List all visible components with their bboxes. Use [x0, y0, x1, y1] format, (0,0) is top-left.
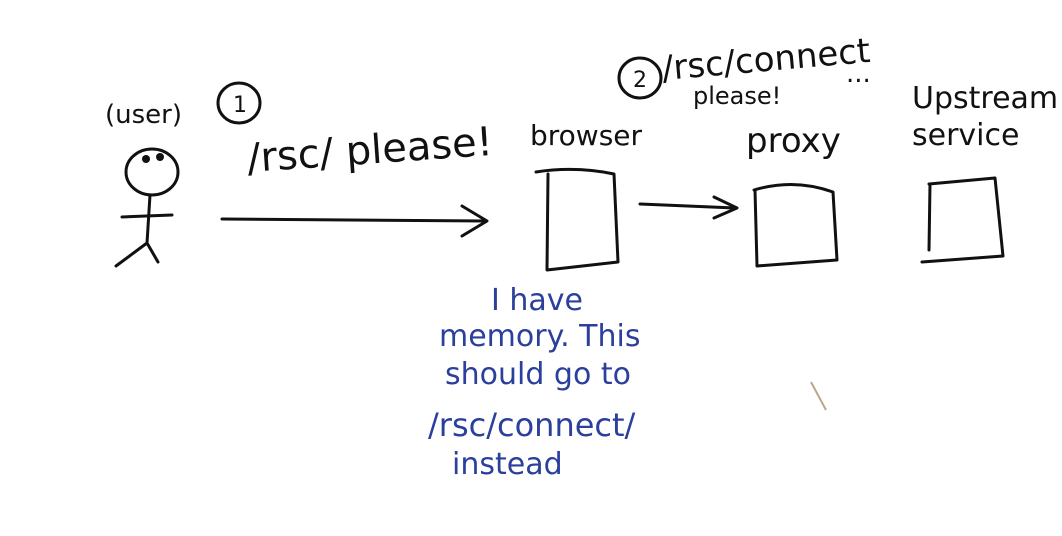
figure-arms — [120, 213, 174, 219]
figure-eye-left — [142, 155, 150, 163]
step-2-circle — [617, 56, 663, 100]
step-2-ellipsis: ... — [846, 59, 871, 89]
proxy-box — [752, 183, 839, 268]
upstream-box-left-edge — [927, 182, 932, 252]
step-2-text-line1: /rsc/connect — [660, 31, 872, 89]
browser-box — [534, 167, 620, 272]
note-line-4: /rsc/connect/ — [428, 406, 636, 444]
step-2-text-line2: please! — [693, 82, 781, 110]
figure-head — [124, 147, 180, 197]
note-line-3: should go to — [445, 357, 631, 392]
upstream-label-line2: service — [912, 118, 1019, 153]
proxy-label: proxy — [746, 121, 841, 161]
figure-body — [145, 193, 152, 245]
step-1-circle — [216, 81, 262, 125]
step-1-text: /rsc/ please! — [245, 119, 494, 182]
upstream-box — [920, 176, 1005, 264]
figure-eye-right — [156, 153, 164, 161]
stray-mark — [810, 381, 827, 411]
browser-memory-note: I have memory. This should go to /rsc/co… — [428, 283, 640, 482]
step-2-number: 2 — [633, 68, 647, 93]
step-1-number: 1 — [233, 93, 247, 118]
note-line-1: I have — [491, 283, 583, 318]
stick-figure-user — [114, 147, 180, 268]
upstream-label-line1: Upstream — [912, 81, 1058, 116]
user-label: (user) — [105, 100, 182, 130]
browser-label: browser — [530, 119, 643, 152]
figure-legs — [114, 241, 160, 268]
arrow-browser-to-proxy — [638, 195, 739, 220]
note-line-5: instead — [452, 447, 563, 482]
arrow-user-to-browser — [220, 204, 489, 238]
note-line-2: memory. This — [439, 319, 640, 354]
